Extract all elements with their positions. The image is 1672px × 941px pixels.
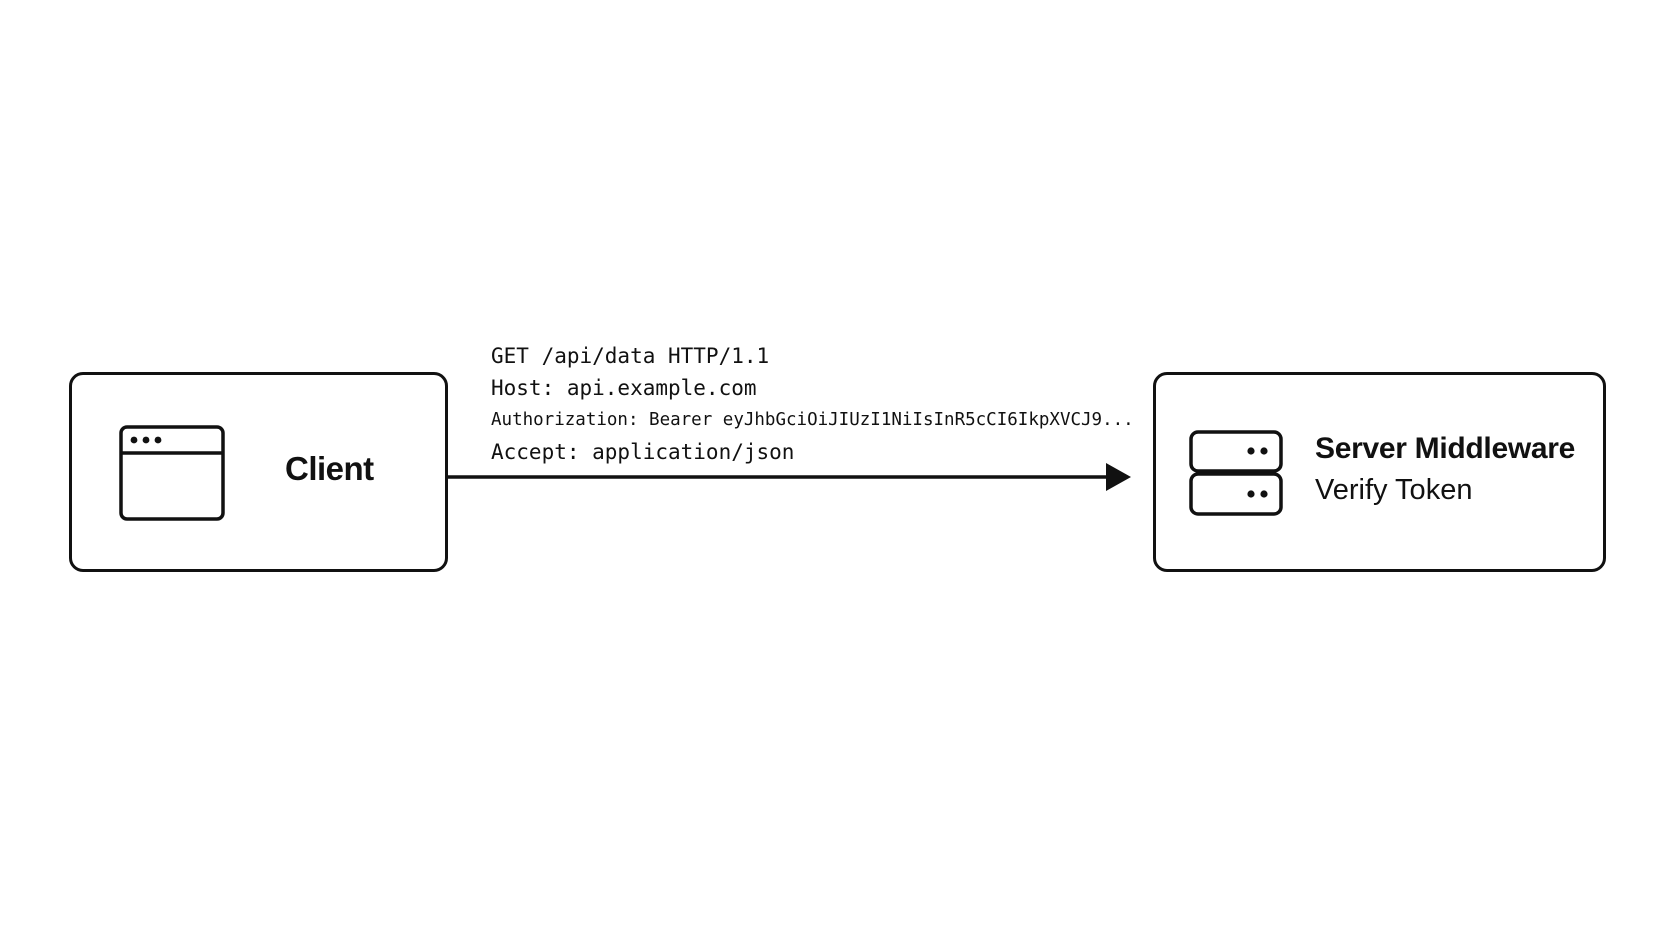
request-authorization-header: Authorization: Bearer eyJhbGciOiJIUzI1Ni… xyxy=(491,410,1134,430)
request-line: GET /api/data HTTP/1.1 xyxy=(491,344,770,368)
http-request-text: GET /api/data HTTP/1.1 Host: api.example… xyxy=(491,340,1134,468)
request-host-header: Host: api.example.com xyxy=(491,376,757,400)
server-subtitle: Verify Token xyxy=(1315,474,1473,506)
client-label: Client xyxy=(285,450,374,487)
client-node: Client xyxy=(69,372,448,572)
server-title: Server Middleware xyxy=(1315,432,1576,465)
server-middleware-node: Server Middleware Verify Token xyxy=(1153,372,1606,572)
request-accept-header: Accept: application/json xyxy=(491,440,795,464)
server-stack-icon xyxy=(1189,430,1283,516)
browser-window-icon xyxy=(119,425,225,521)
